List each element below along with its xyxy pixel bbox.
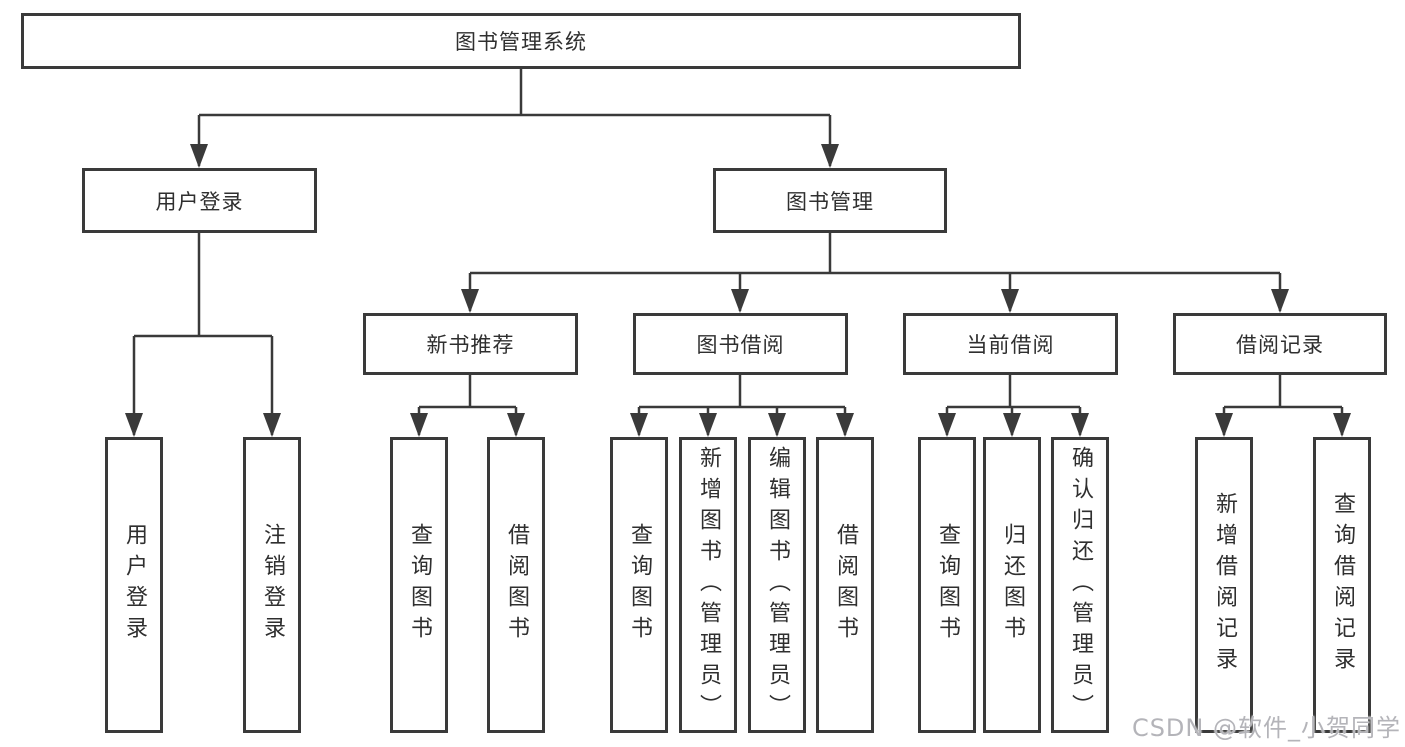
leaf-add-book-admin: 新增图书（管理员） bbox=[679, 437, 737, 733]
leaf-add-borrow-record-label: 新增借阅记录 bbox=[1212, 492, 1237, 678]
node-borrow-records-label: 借阅记录 bbox=[1236, 333, 1324, 357]
leaf-query-books-current: 查询图书 bbox=[918, 437, 976, 733]
leaf-borrow-books: 借阅图书 bbox=[816, 437, 874, 733]
node-book-borrow-label: 图书借阅 bbox=[696, 333, 785, 357]
leaf-query-books-recommend-label: 查询图书 bbox=[407, 523, 432, 647]
node-current-borrow: 当前借阅 bbox=[903, 313, 1118, 375]
leaf-borrow-books-label: 借阅图书 bbox=[833, 523, 858, 647]
node-book-management: 图书管理 bbox=[713, 168, 947, 233]
leaf-return-book-label: 归还图书 bbox=[1000, 523, 1025, 647]
leaf-borrow-books-recommend: 借阅图书 bbox=[487, 437, 545, 733]
leaf-query-books-current-label: 查询图书 bbox=[935, 523, 960, 647]
node-current-borrow-label: 当前借阅 bbox=[966, 333, 1055, 357]
node-root-label: 图书管理系统 bbox=[455, 30, 587, 54]
leaf-edit-book-admin: 编辑图书（管理员） bbox=[748, 437, 806, 733]
leaf-confirm-return-admin-label: 确认归还（管理员） bbox=[1068, 445, 1093, 725]
leaf-query-borrow-record: 查询借阅记录 bbox=[1313, 437, 1371, 733]
leaf-borrow-books-recommend-label: 借阅图书 bbox=[504, 523, 529, 647]
leaf-logout: 注销登录 bbox=[243, 437, 301, 733]
leaf-logout-label: 注销登录 bbox=[260, 523, 285, 647]
leaf-query-books-borrow: 查询图书 bbox=[610, 437, 668, 733]
node-root: 图书管理系统 bbox=[21, 13, 1021, 69]
leaf-add-book-admin-label: 新增图书（管理员） bbox=[696, 445, 721, 725]
leaf-confirm-return-admin: 确认归还（管理员） bbox=[1051, 437, 1109, 733]
node-user-login: 用户登录 bbox=[82, 168, 317, 233]
node-book-borrow: 图书借阅 bbox=[633, 313, 848, 375]
node-book-management-label: 图书管理 bbox=[786, 189, 874, 214]
node-new-book-recommend: 新书推荐 bbox=[363, 313, 578, 375]
leaf-user-login: 用户登录 bbox=[105, 437, 163, 733]
leaf-user-login-label: 用户登录 bbox=[122, 523, 147, 647]
node-user-login-label: 用户登录 bbox=[155, 189, 244, 214]
leaf-return-book: 归还图书 bbox=[983, 437, 1041, 733]
node-borrow-records: 借阅记录 bbox=[1173, 313, 1387, 375]
leaf-query-books-borrow-label: 查询图书 bbox=[627, 523, 652, 647]
watermark-csdn: CSDN @软件_小贺同学 bbox=[1131, 714, 1401, 742]
leaf-edit-book-admin-label: 编辑图书（管理员） bbox=[765, 445, 790, 725]
leaf-query-borrow-record-label: 查询借阅记录 bbox=[1330, 492, 1355, 678]
node-new-book-recommend-label: 新书推荐 bbox=[426, 333, 515, 357]
leaf-query-books-recommend: 查询图书 bbox=[390, 437, 448, 733]
leaf-add-borrow-record: 新增借阅记录 bbox=[1195, 437, 1253, 733]
